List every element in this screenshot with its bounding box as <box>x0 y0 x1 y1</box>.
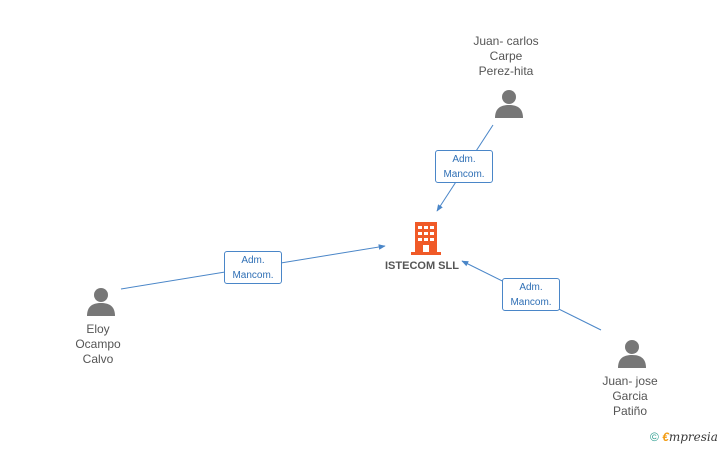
copyright-icon: © <box>650 430 659 444</box>
person-icon[interactable] <box>617 339 647 368</box>
footer-watermark: © €mpresia <box>650 430 718 444</box>
name-line: Garcia <box>612 389 648 403</box>
brand-logo-text: mpresia <box>668 430 718 444</box>
person-icon[interactable] <box>86 287 116 316</box>
person-juan-jose-name[interactable]: Juan- jose Garcia Patiño <box>580 374 680 419</box>
name-line: Perez-hita <box>478 64 534 78</box>
relation-badge[interactable]: Adm. Mancom. <box>502 278 560 311</box>
badge-line: Adm. <box>452 154 476 165</box>
name-line: Calvo <box>82 352 114 366</box>
name-line: Juan- carlos <box>473 34 539 48</box>
person-juan-carlos-name[interactable]: Juan- carlos Carpe Perez-hita <box>456 34 556 79</box>
company-name[interactable]: ISTECOM SLL <box>385 260 459 272</box>
person-eloy-name[interactable]: Eloy Ocampo Calvo <box>48 322 148 367</box>
name-line: Carpe <box>489 49 523 63</box>
badge-line: Mancom. <box>443 169 485 180</box>
badge-line: Adm. <box>241 255 265 266</box>
badge-line: Mancom. <box>510 297 552 308</box>
badge-line: Adm. <box>519 282 543 293</box>
relation-badge[interactable]: Adm. Mancom. <box>435 150 493 183</box>
brand-logo-initial: € <box>662 430 669 444</box>
person-icon[interactable] <box>494 89 524 118</box>
name-line: Ocampo <box>75 337 121 351</box>
name-line: Juan- jose <box>602 374 658 388</box>
name-line: Eloy <box>86 322 110 336</box>
name-line: Patiño <box>612 404 648 418</box>
badge-line: Mancom. <box>232 270 274 281</box>
building-icon[interactable] <box>410 221 442 255</box>
relation-badge[interactable]: Adm. Mancom. <box>224 251 282 284</box>
